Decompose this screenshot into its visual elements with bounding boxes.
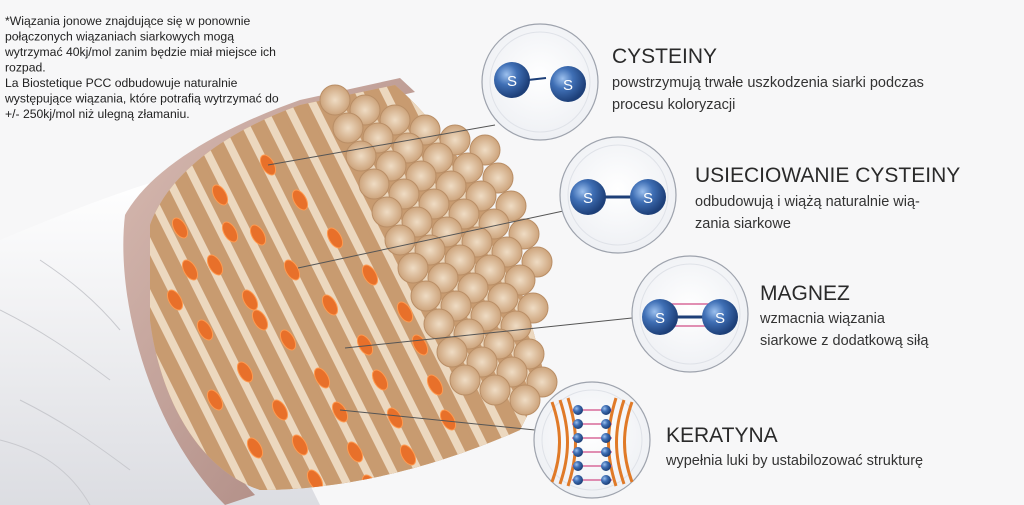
bond-marker	[206, 389, 224, 411]
atom-label: S	[563, 77, 573, 94]
fiber-rod	[191, 85, 423, 490]
keratin-bead	[601, 433, 611, 443]
bond-marker	[251, 309, 269, 331]
fiber-end	[449, 364, 481, 396]
fiber-rod	[150, 85, 267, 490]
label-description: procesu koloryzacji	[612, 97, 735, 113]
fiber-cross-sections	[319, 84, 558, 416]
fiber-rod	[150, 85, 241, 490]
bond-marker	[279, 329, 297, 351]
cysteine-molecules-icon: S S	[481, 23, 599, 141]
keratin-bead	[573, 419, 583, 429]
bond-marker	[206, 254, 224, 276]
keratin-bead	[601, 475, 611, 485]
keratin-bead	[573, 461, 583, 471]
fiber-end	[479, 374, 511, 406]
bond-marker	[246, 437, 264, 459]
labels: CYSTEINY powstrzymują trwałe uszkodzenia …	[612, 45, 960, 469]
keratin-bead	[573, 405, 583, 415]
bond-marker	[371, 369, 389, 391]
atom-label: S	[643, 190, 653, 207]
bond-marker	[321, 294, 339, 316]
label-description: zania siarkowe	[695, 216, 791, 232]
bond-marker	[291, 434, 309, 456]
label-title: KERATYNA	[666, 424, 778, 447]
fiber-rod	[217, 85, 449, 490]
bond-marker	[283, 259, 301, 281]
magnesium-bond-icon: S S	[631, 255, 749, 373]
atom-label: S	[507, 73, 517, 90]
fiber-end	[509, 384, 541, 416]
atom-label: S	[715, 310, 725, 327]
keratin-bead	[573, 433, 583, 443]
note-line: *Wiązania jonowe znajdujące się w ponown…	[5, 14, 250, 28]
fiber-rod	[150, 85, 319, 490]
label-title: CYSTEINY	[612, 45, 717, 68]
bond-marker	[313, 367, 331, 389]
fiber-end	[358, 168, 390, 200]
bond-marker	[439, 409, 457, 431]
fiber-end	[410, 280, 442, 312]
label-description: powstrzymują trwałe uszkodzenia siarki p…	[612, 75, 924, 91]
label-title: USIECIOWANIE CYSTEINY	[695, 164, 960, 187]
fiber-end	[436, 336, 468, 368]
label-description: siarkowe z dodatkową siłą	[760, 333, 929, 349]
fiber-end	[319, 84, 351, 116]
atom-label: S	[583, 190, 593, 207]
label-title: MAGNEZ	[760, 282, 850, 305]
bond-marker	[346, 441, 364, 463]
bond-marker	[396, 301, 414, 323]
bond-marker	[356, 334, 374, 356]
bond-marker	[171, 217, 189, 239]
leader-lines	[267, 124, 633, 431]
label-description: wypełnia luki by ustabilozować strukturę	[665, 453, 923, 469]
bond-marker	[271, 399, 289, 421]
atom-label: S	[655, 310, 665, 327]
crosslinked-cysteine-icon: S S	[559, 136, 677, 254]
fiber-end	[345, 140, 377, 172]
bond-marker	[211, 184, 229, 206]
bond-marker	[399, 444, 417, 466]
bond-marker	[221, 221, 239, 243]
keratin-bead	[601, 447, 611, 457]
fiber-rod	[295, 85, 527, 490]
bond-marker	[241, 289, 259, 311]
bond-marker	[249, 224, 267, 246]
bond-marker	[386, 407, 404, 429]
bond-marker	[291, 189, 309, 211]
label-description: wzmacnia wiązania	[759, 311, 886, 327]
fiber-end	[332, 112, 364, 144]
bond-marker	[326, 227, 344, 249]
keratin-bead	[601, 461, 611, 471]
note-line: +/- 250kj/mol niż ulegną złamaniu.	[5, 107, 190, 121]
keratin-bead	[573, 475, 583, 485]
note-line: rozpad.	[5, 61, 46, 75]
note-line: wytrzymać 40kj/mol zanim będzie miał mie…	[4, 45, 276, 59]
bond-marker	[426, 374, 444, 396]
bond-marker	[361, 264, 379, 286]
fiber-end	[371, 196, 403, 228]
keratin-bead	[601, 405, 611, 415]
fiber-end	[384, 224, 416, 256]
bond-marker	[196, 319, 214, 341]
note-line: połączonych wiązaniach siarkowych mogą	[5, 30, 234, 44]
note-line: występujące wiązania, które potrafią wyt…	[4, 92, 279, 106]
keratin-bead	[573, 447, 583, 457]
bond-marker	[181, 259, 199, 281]
bond-marker	[236, 361, 254, 383]
label-description: odbudowują i wiążą naturalnie wią-	[695, 194, 920, 210]
fiber-end	[397, 252, 429, 284]
note-line: La Biostetique PCC odbudowuje naturalnie	[5, 76, 238, 90]
bond-marker	[331, 401, 349, 423]
note-text: *Wiązania jonowe znajdujące się w ponown…	[4, 14, 279, 121]
bond-marker	[166, 289, 184, 311]
keratin-structure-icon	[533, 381, 651, 499]
keratin-bead	[601, 419, 611, 429]
fiber-end	[423, 308, 455, 340]
fiber-rod	[243, 85, 475, 490]
